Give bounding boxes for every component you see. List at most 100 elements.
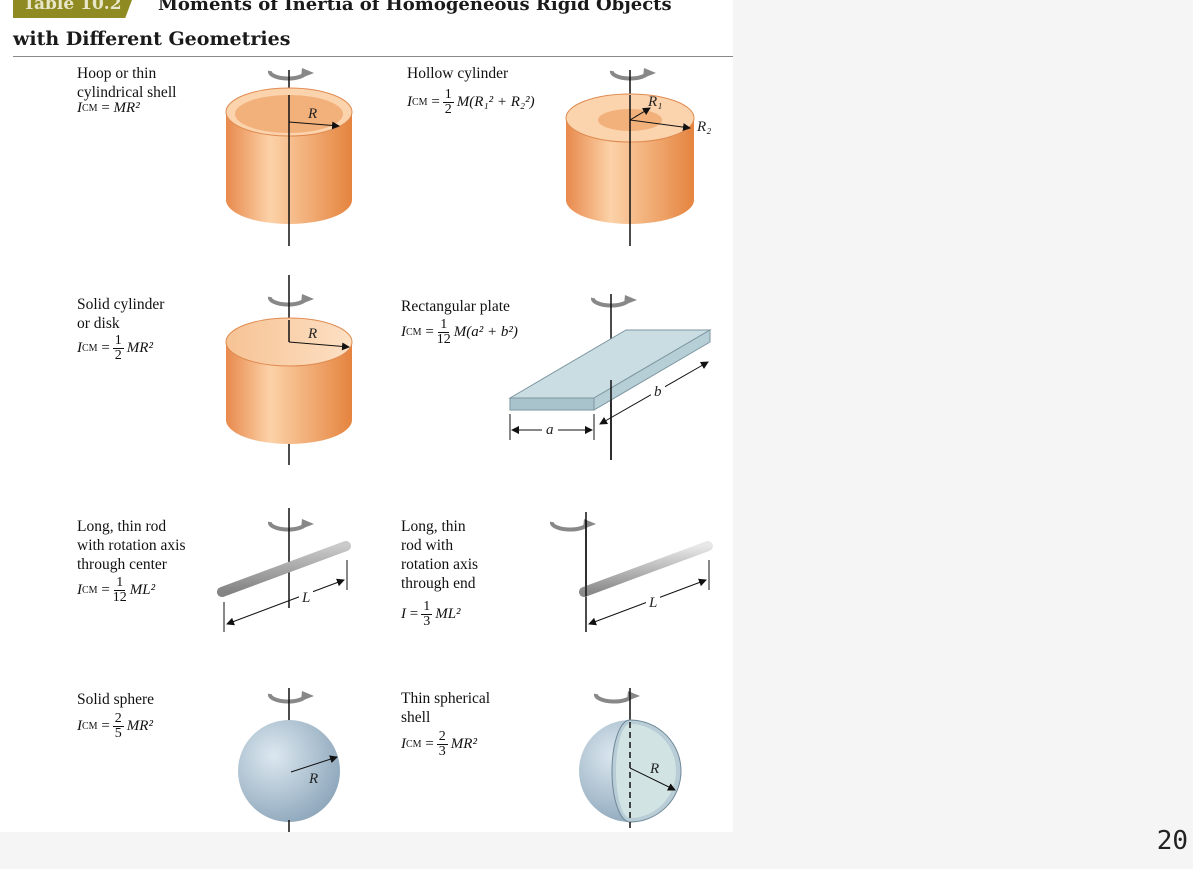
solid-cylinder-figure: R: [225, 275, 353, 465]
solid-cylinder-label-line: or disk: [77, 315, 120, 332]
hoop-figure: R: [225, 68, 353, 246]
hoop-label-line: Hoop or thin: [77, 65, 157, 82]
frac-den: 12: [112, 590, 127, 605]
frac-num: 1: [114, 575, 126, 591]
page-number: 20: [1156, 826, 1188, 856]
dim-label-b: b: [654, 384, 662, 400]
formula-eq: =: [431, 94, 440, 110]
formula-sub: CM: [82, 721, 98, 732]
formula-lhs: I: [401, 324, 406, 340]
spherical-shell-label: Thin spherical shell: [401, 689, 490, 727]
formula-eq: =: [409, 606, 419, 622]
frac-den: 3: [423, 614, 431, 629]
formula-lhs: I: [77, 100, 82, 116]
frac-den: 2: [444, 102, 452, 117]
dim-label-L: L: [301, 590, 310, 606]
dim-label-L: L: [648, 595, 657, 611]
formula-sub: CM: [406, 739, 422, 750]
table-title-line1: Moments of Inertia of Homogeneous Rigid …: [158, 0, 672, 15]
formula-rhs: MR²: [113, 100, 140, 116]
frac-num: 1: [438, 317, 450, 333]
solid-cylinder-label-line: Solid cylinder: [77, 296, 165, 313]
formula-rhs: ML²: [129, 582, 156, 598]
formula-lhs: I: [401, 606, 406, 622]
formula-lhs: I: [77, 582, 82, 598]
formula-rhs: MR²: [126, 340, 153, 356]
formula-eq: =: [101, 100, 110, 116]
rect-plate-label: Rectangular plate: [401, 297, 510, 316]
dim-label-R: R: [308, 771, 318, 787]
spherical-shell-label-line: Thin spherical: [401, 690, 491, 707]
hollow-cylinder-label: Hollow cylinder: [407, 64, 508, 83]
formula-rhs: MR²: [450, 736, 477, 752]
title-rule: [13, 56, 733, 57]
solid-cylinder-label: Solid cylinder or disk: [77, 295, 164, 333]
dim-label-R1: R₁: [647, 94, 662, 110]
formula-eq: =: [425, 736, 434, 752]
rect-plate-label-line: Rectangular plate: [401, 298, 510, 315]
formula-sub: CM: [82, 103, 98, 114]
formula-sub: CM: [406, 327, 422, 338]
dim-label-R: R: [307, 326, 317, 342]
formula-lhs: I: [77, 340, 82, 356]
spherical-shell-label-line: shell: [401, 709, 431, 726]
rod-end-label-line: rotation axis: [401, 556, 479, 573]
rod-end-figure: L: [549, 512, 713, 632]
rod-end-label: Long, thin rod with rotation axis throug…: [401, 517, 478, 593]
frac-num: 2: [436, 729, 448, 745]
dim-label-R2: R₂: [696, 119, 711, 135]
rod-center-label: Long, thin rod with rotation axis throug…: [77, 517, 186, 574]
frac-den: 5: [114, 726, 122, 741]
formula-sub: CM: [82, 343, 98, 354]
rod-center-label-line: with rotation axis: [77, 537, 186, 554]
rod-end-label-line: Long, thin: [401, 518, 466, 535]
formula-eq: =: [425, 324, 434, 340]
table-tag: Table 10.2: [13, 0, 135, 18]
spherical-shell-figure: R: [579, 688, 682, 832]
hoop-label: Hoop or thin cylindrical shell: [77, 64, 176, 102]
rod-end-label-line: through end: [401, 575, 476, 592]
rod-center-label-line: Long, thin rod: [77, 518, 167, 535]
frac-den: 3: [438, 744, 446, 759]
formula-eq: =: [101, 582, 110, 598]
frac-num: 2: [112, 711, 124, 727]
textbook-page: Table 10.2 Moments of Inertia of Homogen…: [13, 0, 733, 832]
dim-label-R: R: [307, 106, 317, 122]
formula-sub: CM: [412, 97, 428, 108]
hollow-cylinder-label-line: Hollow cylinder: [407, 65, 509, 82]
hoop-label-line: cylindrical shell: [77, 84, 177, 101]
rod-center-figure: L: [217, 508, 351, 632]
formula-eq: =: [101, 718, 110, 734]
formula-rhs: MR²: [126, 718, 153, 734]
rod-center-label-line: through center: [77, 556, 167, 573]
frac-den: 2: [114, 348, 122, 363]
dim-label-R: R: [649, 761, 659, 777]
frac-num: 1: [112, 333, 124, 349]
solid-sphere-label-line: Solid sphere: [77, 691, 155, 708]
rod-end-label-line: rod with: [401, 537, 454, 554]
formula-rhs: M(R₁² + R₂²): [456, 94, 535, 110]
rect-plate-figure: a b: [508, 294, 712, 460]
formula-lhs: I: [401, 736, 406, 752]
dim-label-a: a: [546, 422, 554, 438]
frac-num: 1: [442, 87, 454, 103]
hollow-cylinder-figure: R₁ R₂: [565, 68, 711, 246]
frac-den: 12: [436, 332, 451, 347]
formula-sub: CM: [82, 585, 98, 596]
table-title-line2: with Different Geometries: [13, 28, 291, 50]
